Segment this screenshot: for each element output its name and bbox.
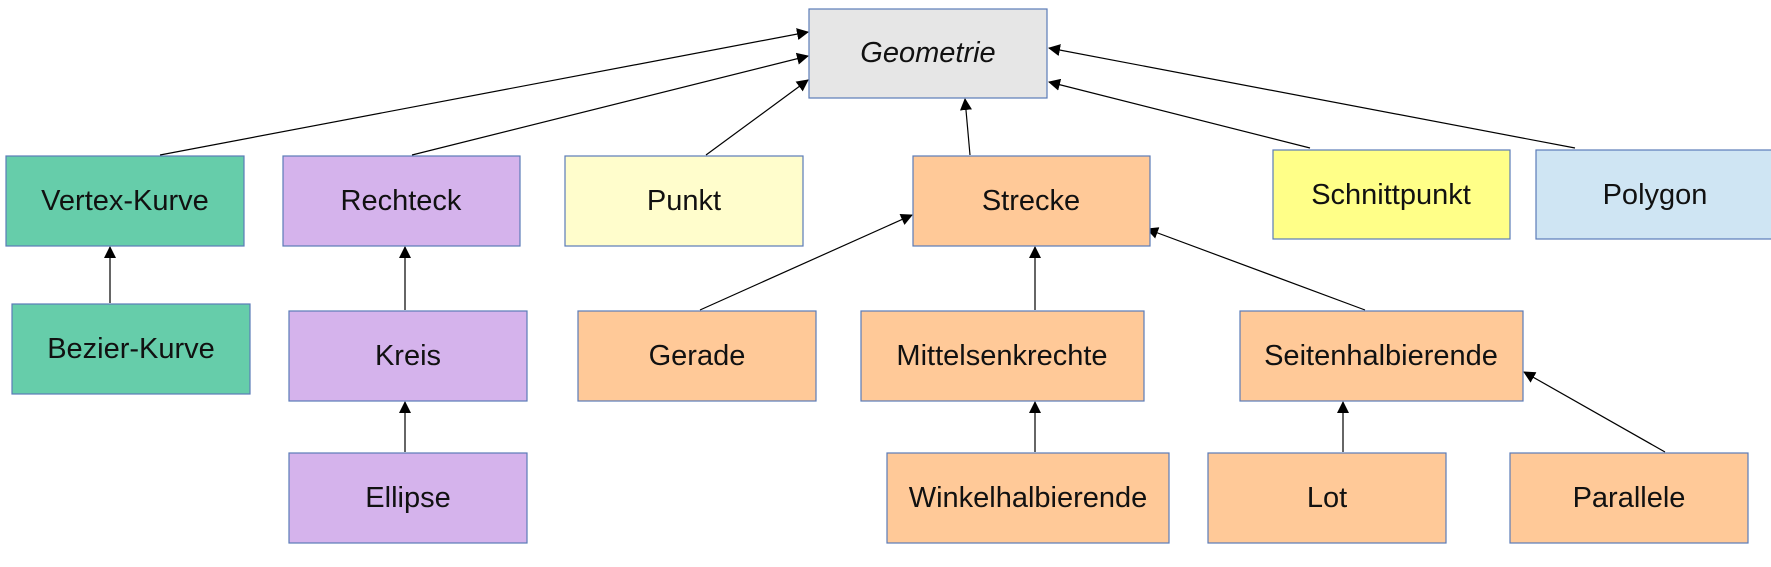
edge-seitenhalbierende-to-strecke xyxy=(1146,227,1366,311)
node-label-polygon: Polygon xyxy=(1603,179,1708,211)
node-label-lot: Lot xyxy=(1307,482,1347,514)
node-vertex-kurve: Vertex-Kurve xyxy=(5,155,245,247)
node-label-bezier-kurve: Bezier-Kurve xyxy=(47,333,215,365)
node-winkelhalbierende: Winkelhalbierende xyxy=(886,452,1170,544)
node-bezier-kurve: Bezier-Kurve xyxy=(11,303,251,395)
node-ellipse: Ellipse xyxy=(288,452,528,544)
edge-vertex-kurve-to-geometrie xyxy=(159,28,809,156)
edges xyxy=(104,28,1666,453)
node-parallele: Parallele xyxy=(1509,452,1749,544)
node-label-strecke: Strecke xyxy=(982,185,1080,217)
node-label-winkelhalbierende: Winkelhalbierende xyxy=(909,482,1148,514)
node-label-gerade: Gerade xyxy=(649,340,746,372)
node-label-mittelsenkrechte: Mittelsenkrechte xyxy=(896,340,1107,372)
edge-parallele-to-seitenhalbierende xyxy=(1523,371,1666,453)
edge-rechteck-to-geometrie xyxy=(411,52,809,156)
node-label-geometrie: Geometrie xyxy=(860,37,995,69)
node-rechteck: Rechteck xyxy=(282,155,521,247)
node-label-ellipse: Ellipse xyxy=(365,482,450,514)
node-seitenhalbierende: Seitenhalbierende xyxy=(1239,310,1524,402)
edge-schnittpunkt-to-geometrie xyxy=(1048,78,1311,149)
edge-strecke-to-geometrie xyxy=(960,98,972,156)
node-kreis: Kreis xyxy=(288,310,528,402)
node-label-rechteck: Rechteck xyxy=(341,185,462,217)
node-label-seitenhalbierende: Seitenhalbierende xyxy=(1264,340,1498,372)
node-lot: Lot xyxy=(1207,452,1447,544)
nodes: Geometrie Vertex-Kurve Rechteck Punkt St… xyxy=(5,8,1771,544)
node-label-schnittpunkt: Schnittpunkt xyxy=(1311,179,1471,211)
node-strecke: Strecke xyxy=(912,155,1151,247)
node-label-kreis: Kreis xyxy=(375,340,441,372)
node-polygon: Polygon xyxy=(1535,149,1771,240)
node-label-parallele: Parallele xyxy=(1573,482,1686,514)
edge-gerade-to-strecke xyxy=(699,214,913,311)
node-punkt: Punkt xyxy=(564,155,804,247)
node-schnittpunkt: Schnittpunkt xyxy=(1272,149,1511,240)
edge-punkt-to-geometrie xyxy=(705,79,809,156)
node-label-vertex-kurve: Vertex-Kurve xyxy=(41,185,209,217)
edge-polygon-to-geometrie xyxy=(1048,44,1576,149)
node-gerade: Gerade xyxy=(577,310,817,402)
node-geometrie: Geometrie xyxy=(808,8,1048,99)
node-mittelsenkrechte: Mittelsenkrechte xyxy=(860,310,1145,402)
node-label-punkt: Punkt xyxy=(647,185,721,217)
